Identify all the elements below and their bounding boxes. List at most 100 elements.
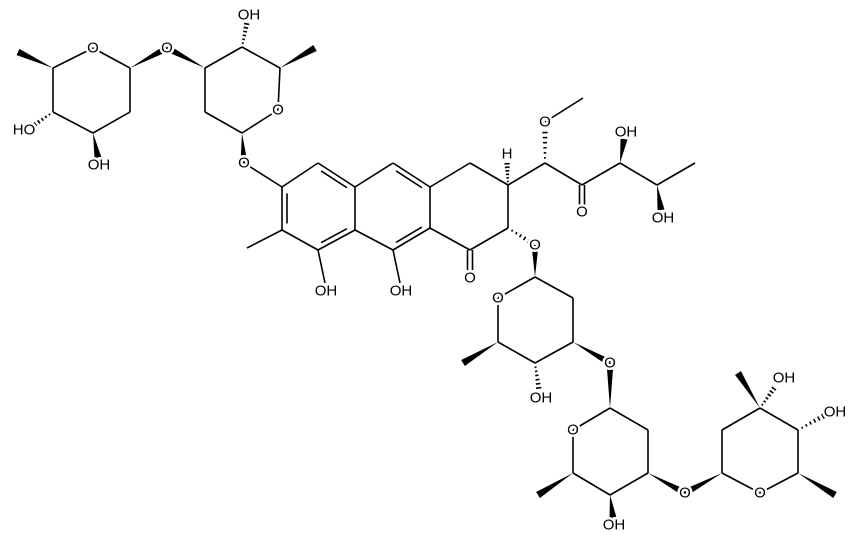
single-bond bbox=[277, 67, 281, 111]
single-bond bbox=[572, 407, 611, 431]
single-bond bbox=[204, 111, 243, 134]
single-bond bbox=[429, 162, 471, 188]
aromatic-inner-bond bbox=[395, 170, 423, 189]
single-bond bbox=[534, 276, 574, 299]
single-bond bbox=[92, 47, 131, 69]
hashed-bond bbox=[767, 393, 772, 397]
single-bond bbox=[392, 227, 431, 251]
single-bond bbox=[721, 407, 761, 431]
atom-label-ring-oxygen: O bbox=[492, 290, 504, 307]
atom-label-hydroxyl: OH bbox=[652, 210, 675, 227]
wedge-bond bbox=[93, 133, 102, 159]
atom-label-ring-oxygen: O bbox=[754, 485, 766, 502]
wedge-bond bbox=[536, 473, 573, 498]
single-bond bbox=[534, 341, 574, 364]
wedge-bond bbox=[798, 473, 837, 499]
atom-label-hydroxyl: OH bbox=[315, 283, 338, 300]
single-bond bbox=[429, 227, 471, 251]
aromatic-inner-bond bbox=[320, 170, 348, 189]
hashed-bond bbox=[820, 413, 825, 419]
hashed-bond bbox=[812, 418, 817, 423]
atom-label-glycosidic-oxygen: O bbox=[529, 237, 541, 254]
single-bond bbox=[581, 162, 621, 186]
atom-label-hydroxyl: OH bbox=[773, 370, 796, 387]
wedge-bond bbox=[16, 48, 53, 68]
atom-label-hydrogen: H bbox=[502, 146, 513, 163]
atom-label-glycosidic-oxygen: O bbox=[679, 485, 691, 502]
single-bond bbox=[497, 276, 536, 299]
hashed-bond bbox=[522, 236, 527, 241]
single-bond bbox=[204, 46, 243, 69]
atom-label-hydroxyl: OH bbox=[530, 390, 553, 407]
hashed-bond bbox=[808, 421, 812, 425]
wedge-bond bbox=[609, 495, 617, 519]
single-bond bbox=[241, 46, 281, 69]
wedge-bond bbox=[461, 342, 498, 367]
single-bond bbox=[656, 162, 696, 186]
single-bond bbox=[317, 162, 356, 188]
atom-label-hydroxyl: HO bbox=[13, 122, 36, 139]
single-bond bbox=[317, 229, 356, 251]
hashed-bond bbox=[518, 234, 522, 238]
single-bond bbox=[497, 341, 536, 364]
single-bond bbox=[317, 249, 326, 284]
single-bond bbox=[52, 47, 94, 69]
wedge-bond bbox=[648, 473, 687, 497]
single-bond bbox=[92, 111, 131, 134]
single-bond bbox=[354, 229, 394, 251]
wedge-bond bbox=[606, 363, 614, 408]
atom-label-methoxy-oxygen: O bbox=[539, 114, 551, 131]
single-bond bbox=[246, 229, 283, 249]
hashed-bond bbox=[33, 121, 38, 127]
hashed-bond bbox=[48, 113, 51, 116]
hashed-bond bbox=[510, 229, 514, 232]
atom-label-hydroxyl: OH bbox=[88, 157, 111, 174]
single-bond bbox=[544, 97, 584, 123]
atom-label-glycosidic-oxygen: O bbox=[238, 155, 250, 172]
wedge-bond bbox=[531, 245, 539, 277]
atom-label-hydroxyl: OH bbox=[390, 283, 413, 300]
hashed-bond bbox=[800, 426, 804, 429]
hashed-bond bbox=[526, 238, 531, 244]
hashed-bond bbox=[763, 400, 767, 403]
aromatic-inner-bond bbox=[395, 226, 423, 244]
atom-label-glycosidic-oxygen: O bbox=[604, 355, 616, 372]
single-bond bbox=[544, 162, 583, 186]
wedge-bond bbox=[130, 44, 169, 68]
wedge-bond bbox=[280, 44, 317, 68]
single-bond bbox=[619, 162, 658, 186]
hashed-bond bbox=[243, 22, 250, 26]
single-bond bbox=[392, 162, 431, 188]
hashed-bond bbox=[514, 231, 518, 235]
bonds bbox=[16, 22, 837, 519]
hashed-bond bbox=[37, 119, 41, 124]
atom-label-hydroxyl: OH bbox=[615, 124, 638, 141]
atom-label-ring-oxygen: O bbox=[567, 422, 579, 439]
single-bond bbox=[52, 111, 94, 134]
atom-labels: O O HO OH OH O O OH OH O H O O OH OH O O… bbox=[10, 4, 849, 536]
hashed-bond bbox=[243, 30, 248, 33]
hashed-bond bbox=[242, 34, 247, 37]
single-bond bbox=[354, 162, 394, 188]
hashed-bond bbox=[535, 378, 540, 381]
single-bond bbox=[241, 109, 279, 134]
hashed-bond bbox=[242, 38, 245, 41]
hashed-bond bbox=[816, 416, 821, 421]
hashed-bond bbox=[769, 389, 774, 394]
wedge-bond bbox=[240, 133, 248, 164]
hashed-bond bbox=[40, 117, 44, 122]
single-bond bbox=[281, 162, 319, 188]
single-bond bbox=[572, 472, 611, 496]
aromatic-inner-bond bbox=[320, 227, 348, 244]
hashed-bond bbox=[535, 382, 541, 385]
single-bond bbox=[609, 472, 649, 496]
hashed-bond bbox=[761, 403, 764, 406]
single-bond bbox=[281, 229, 319, 251]
hashed-bond bbox=[243, 26, 249, 30]
atom-label-hydroxyl: OH bbox=[238, 7, 261, 24]
wedge-bond bbox=[573, 342, 612, 367]
single-bond bbox=[609, 407, 649, 431]
wedge-bond bbox=[735, 371, 760, 408]
atom-label-glycosidic-oxygen: O bbox=[161, 40, 173, 57]
wedge-bond bbox=[683, 473, 722, 497]
